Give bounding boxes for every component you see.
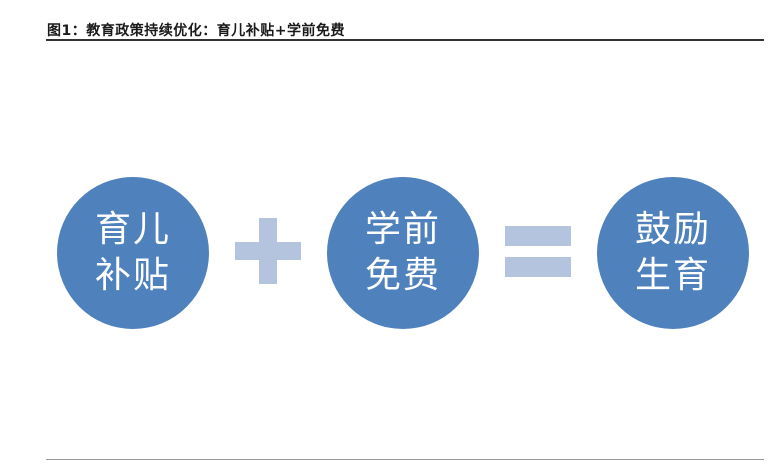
node-label-line2: 免费 [364,255,441,296]
node-label-line2: 补贴 [94,255,171,296]
plus-icon [235,218,301,284]
node-label-line1: 鼓励 [634,209,711,250]
title-underline [46,39,764,41]
node-label-line2: 生育 [634,255,711,296]
node-encourage-births: 鼓励 生育 [597,177,749,329]
node-label-line1: 学前 [364,209,441,250]
equals-icon [505,226,571,278]
node-free-preschool: 学前 免费 [327,177,479,329]
node-label-line1: 育儿 [94,209,171,250]
node-childcare-subsidy: 育儿 补贴 [57,177,209,329]
footer-divider [46,459,764,460]
figure-title: 图1：教育政策持续优化：育儿补贴+学前免费 [47,23,345,39]
